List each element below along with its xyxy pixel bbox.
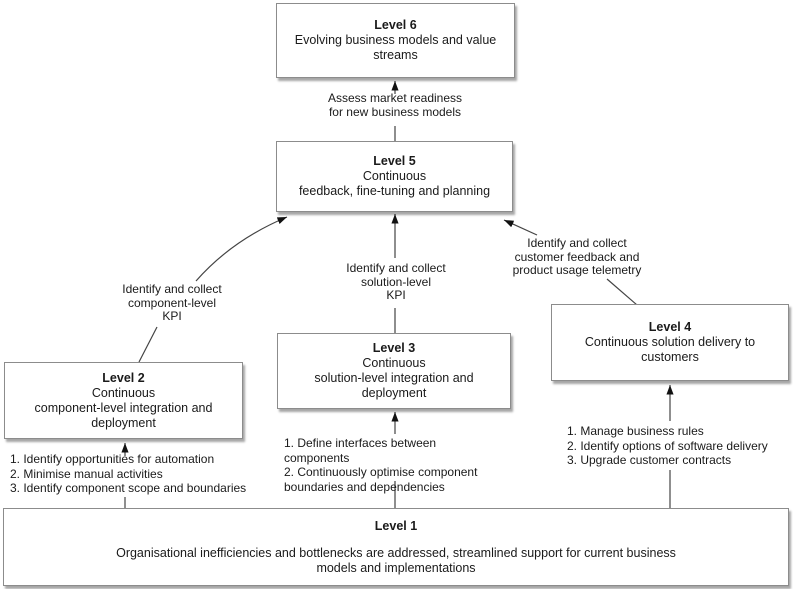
level-2-title: Level 2 xyxy=(102,370,145,385)
label-market-readiness-line-1: Assess market readiness xyxy=(327,91,463,105)
level-3-activity-list: 1. Define interfaces between components … xyxy=(284,436,504,494)
level-5-body-line-1: Continuous xyxy=(362,169,427,183)
level-6-title: Level 6 xyxy=(374,18,417,32)
level-6-body: Evolving business models and value strea… xyxy=(294,33,497,62)
level-3-activity-item: 1. Define interfaces between components xyxy=(284,436,437,465)
arrow-l4-l5-head xyxy=(503,219,538,236)
arrow-l2-l5-head xyxy=(195,216,288,282)
level-1-title: Level 1 xyxy=(374,518,418,533)
label-component-kpi: Identify and collect component-level KPI xyxy=(92,282,252,324)
level-4-activity-item: 1. Manage business rules xyxy=(567,424,704,438)
level-2-activity-list: 1. Identify opportunities for automation… xyxy=(10,452,260,496)
label-component-kpi-line-3: KPI xyxy=(162,309,182,323)
level-6-box: Level 6 Evolving business models and val… xyxy=(276,3,515,78)
level-2-activity-item: 3. Identify component scope and boundari… xyxy=(10,481,247,496)
label-customer-feedback-line-1: Identify and collect xyxy=(527,236,627,250)
label-customer-feedback: Identify and collect customer feedback a… xyxy=(487,236,667,278)
level-5-box: Level 5 Continuous feedback, fine-tuning… xyxy=(276,141,513,212)
level-2-activity-item: 1. Identify opportunities for automation xyxy=(10,452,215,466)
arrow-l4-l5-stub xyxy=(606,278,638,306)
label-market-readiness-line-2: for new business models xyxy=(328,104,462,119)
arrow-l2-l5-stub xyxy=(138,326,158,363)
level-5-title: Level 5 xyxy=(373,154,416,168)
level-4-activity-list: 1. Manage business rules 2. Identify opt… xyxy=(567,424,793,468)
level-3-title: Level 3 xyxy=(372,341,416,355)
level-1-box: Level 1 Organisational inefficiencies an… xyxy=(3,508,789,586)
level-4-activity-item: 3. Upgrade customer contracts xyxy=(567,453,732,468)
level-2-body-line-1: Continuous xyxy=(91,385,156,400)
level-3-activity-item: 2. Continuously optimise component bound… xyxy=(284,465,478,494)
level-1-body: Organisational inefficiencies and bottle… xyxy=(116,545,676,575)
label-component-kpi-line-2: component-level xyxy=(127,295,217,310)
label-solution-kpi-line-2: solution-level xyxy=(360,274,432,289)
level-2-body-line-2: component-level integration and deployme… xyxy=(34,400,213,430)
label-solution-kpi: Identify and collect solution-level KPI xyxy=(316,261,476,303)
label-customer-feedback-line-3: product usage telemetry xyxy=(512,263,642,277)
level-4-activity-item: 2. Identify options of software delivery xyxy=(567,438,768,453)
level-2-activity-item: 2. Minimise manual activities xyxy=(10,466,163,481)
level-3-body-line-1: Continuous xyxy=(362,356,426,370)
level-4-body: Continuous solution delivery to customer… xyxy=(584,335,756,364)
level-2-box: Level 2 Continuous component-level integ… xyxy=(4,362,243,439)
label-customer-feedback-line-2: customer feedback and xyxy=(514,249,640,264)
level-5-body-line-2: feedback, fine-tuning and planning xyxy=(298,184,491,198)
level-3-body-line-2: solution-level integration and deploymen… xyxy=(314,371,474,400)
label-market-readiness: Assess market readiness for new business… xyxy=(295,91,495,119)
level-4-box: Level 4 Continuous solution delivery to … xyxy=(551,304,789,381)
level-4-title: Level 4 xyxy=(648,320,692,334)
level-3-box: Level 3 Continuous solution-level integr… xyxy=(277,333,511,409)
label-component-kpi-line-1: Identify and collect xyxy=(122,282,222,296)
label-solution-kpi-line-3: KPI xyxy=(386,288,406,302)
label-solution-kpi-line-1: Identify and collect xyxy=(346,261,446,275)
